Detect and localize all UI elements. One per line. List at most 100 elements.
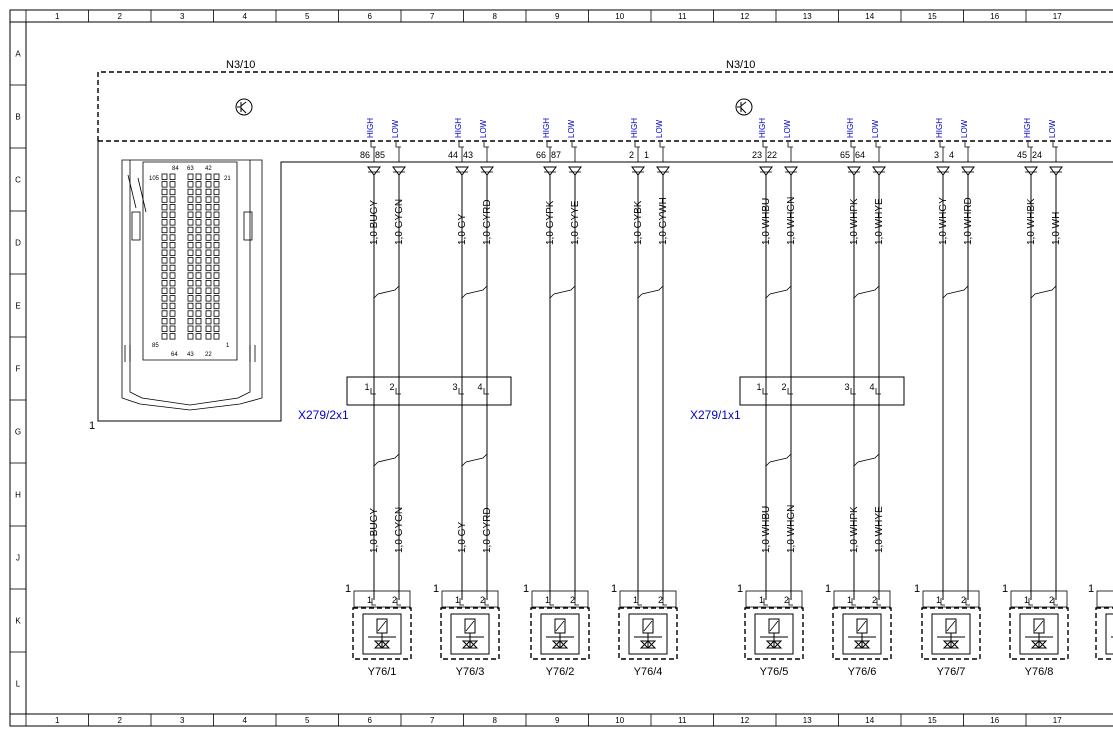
ecu-box: N3/10 N3/10 xyxy=(97,59,1113,142)
row-label: B xyxy=(15,113,20,122)
valve-pin: 1 xyxy=(759,595,764,605)
wire-label: 1,0 WHYE xyxy=(874,198,885,245)
signal-label: LOW xyxy=(479,119,488,138)
signal-label: HIGH xyxy=(366,118,375,138)
ecu-pin-21: 21 xyxy=(224,176,231,182)
wire-label: 1,0 WHBU xyxy=(761,506,772,553)
column-label: 14 xyxy=(865,716,874,725)
transistor-symbol-icon xyxy=(735,98,753,116)
wire-label: 1,0 GYPK xyxy=(545,200,556,245)
ecu-pin-number: 43 xyxy=(463,150,473,160)
ecu-pin-42: 42 xyxy=(205,166,212,172)
row-label: D xyxy=(15,239,21,248)
inline-pin: 2 xyxy=(781,382,786,392)
ecu-connector: 84 63 42 105 21 85 64 43 22 1 1 xyxy=(89,141,1113,432)
wire-23: 23 HIGH 1,0 WHBU 1 1,0 WHBU xyxy=(752,118,792,600)
valve-pin: 2 xyxy=(392,595,397,605)
column-label: 13 xyxy=(803,12,812,21)
column-label: 7 xyxy=(430,716,435,725)
valve-marker: 1 xyxy=(433,583,439,595)
ecu-pin-22: 22 xyxy=(205,352,212,358)
inline-pin: 2 xyxy=(389,382,394,392)
wire-label: 1,0 WHPK xyxy=(849,198,860,245)
inline-pin: 4 xyxy=(869,382,874,392)
signal-label: HIGH xyxy=(630,118,639,138)
wire-label: 1,0 WHGY xyxy=(938,197,949,245)
column-label: 17 xyxy=(1053,12,1062,21)
connector-label: X279/1x1 xyxy=(690,408,741,422)
column-label: 5 xyxy=(305,716,310,725)
valve-partial: 1 xyxy=(1088,583,1113,660)
inline-pin: 1 xyxy=(756,382,761,392)
valve-pin: 2 xyxy=(480,595,485,605)
column-label: 2 xyxy=(118,716,123,725)
valve-marker: 1 xyxy=(737,583,743,595)
signal-label: LOW xyxy=(783,119,792,138)
valve-pin: 1 xyxy=(847,595,852,605)
wire-label: 1,0 BUGY xyxy=(369,200,380,245)
ecu-pin-number: 2 xyxy=(629,150,634,160)
ecu-pin-number: 45 xyxy=(1017,150,1027,160)
column-label: 16 xyxy=(990,716,999,725)
column-label: 6 xyxy=(368,716,373,725)
ecu-pin-number: 65 xyxy=(840,150,850,160)
row-label: H xyxy=(15,491,21,500)
valve-pin: 2 xyxy=(1049,595,1054,605)
wire-label: 1,0 WHYE xyxy=(874,506,885,553)
ecu-pin-number: 4 xyxy=(949,150,954,160)
wire-label: 1,0 WHBK xyxy=(1026,198,1037,245)
ecu-pin-number: 64 xyxy=(855,150,865,160)
signal-label: LOW xyxy=(391,119,400,138)
wire-label: 1,0 WHBU xyxy=(761,198,772,245)
ecu-pin-1: 1 xyxy=(226,343,230,349)
column-label: 10 xyxy=(615,716,624,725)
wire-label: 1,0 GY xyxy=(457,522,468,553)
column-label: 12 xyxy=(740,12,749,21)
column-label: 16 xyxy=(990,12,999,21)
ecu-pin-number: 23 xyxy=(752,150,762,160)
column-label: 4 xyxy=(243,12,248,21)
valve-label: Y76/2 xyxy=(546,666,575,678)
column-label: 2 xyxy=(118,12,123,21)
row-label: C xyxy=(15,176,21,185)
valve-marker: 1 xyxy=(523,583,529,595)
wire-label: 1,0 GYWH xyxy=(658,197,669,245)
solenoid-valve-icon xyxy=(1025,618,1053,649)
valve-marker: 1 xyxy=(825,583,831,595)
valve-label: Y76/7 xyxy=(937,666,966,678)
ecu-pin-43: 43 xyxy=(187,352,194,358)
wire-label: 1,0 WHRD xyxy=(963,197,974,245)
valve-pin: 1 xyxy=(455,595,460,605)
valve-pin: 1 xyxy=(367,595,372,605)
column-label: 9 xyxy=(555,716,560,725)
column-label: 11 xyxy=(678,716,687,725)
solenoid-valve-icon xyxy=(937,618,965,649)
wire-label: 1,0 GYGN xyxy=(394,199,405,245)
solenoid-valve-icon xyxy=(848,618,876,649)
wire-label: 1,0 GYBK xyxy=(633,200,644,245)
ecu-label-right: N3/10 xyxy=(726,59,755,71)
signal-label: HIGH xyxy=(758,118,767,138)
valve-label: Y76/6 xyxy=(848,666,877,678)
ecu-pin-number: 86 xyxy=(360,150,370,160)
transistor-symbol-icon xyxy=(235,98,253,116)
ecu-label-left: N3/10 xyxy=(226,59,255,71)
row-label: J xyxy=(16,554,20,563)
ecu-pin-number: 44 xyxy=(448,150,458,160)
connector-label: X279/2x1 xyxy=(298,408,349,422)
inline-connector-x279-1x1: X279/1x1 xyxy=(690,376,905,422)
valve-pin: 2 xyxy=(872,595,877,605)
valve-marker: 1 xyxy=(611,583,617,595)
